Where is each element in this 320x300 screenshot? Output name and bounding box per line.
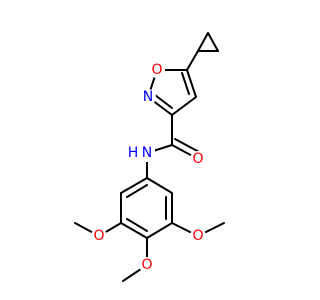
bond-c5-cyclopropyl bbox=[186, 50, 199, 71]
atom-o-carbonyl-label: O bbox=[192, 151, 203, 167]
bond-n2-c3-double bbox=[154, 94, 173, 109]
atom-n-amide-label: N bbox=[142, 145, 152, 161]
atom-n-ring-label: N bbox=[143, 89, 153, 105]
atom-n-ring: N bbox=[140, 89, 156, 105]
atom-o-methoxy-right-label: O bbox=[192, 228, 203, 244]
atom-o-ring: O bbox=[149, 62, 165, 78]
bond-c4-c5-double bbox=[181, 72, 190, 95]
bond-c4-c5 bbox=[186, 69, 197, 98]
atom-n-amide: H N bbox=[126, 144, 155, 162]
bond-ar1-ar2 bbox=[146, 177, 173, 194]
bond-ar6-ar1 bbox=[120, 177, 148, 194]
atom-o-methoxy-bottom: O bbox=[139, 257, 155, 273]
bond-ar3-ar4 bbox=[146, 222, 173, 239]
atom-o-methoxy-left: O bbox=[91, 228, 107, 244]
atom-o-methoxy-right: O bbox=[190, 228, 206, 244]
atom-o-methoxy-bottom-label: O bbox=[141, 257, 152, 273]
bond-cp1-cp2 bbox=[197, 32, 209, 52]
bond-cp2-cp3 bbox=[207, 32, 219, 52]
molecule-structure: O N O H N O O O bbox=[74, 32, 225, 282]
bond-ar4-ar5-double bbox=[126, 218, 148, 232]
atom-h-amide-label: H bbox=[128, 145, 139, 161]
bond-carbonyl-o-double bbox=[174, 138, 202, 154]
atom-o-ring-label: O bbox=[151, 62, 162, 78]
bond-ar6-ar1-double bbox=[126, 184, 148, 198]
bond-c3-c4 bbox=[171, 96, 197, 116]
atom-o-carbonyl: O bbox=[190, 151, 206, 167]
bond-ar4-ar5 bbox=[120, 222, 148, 239]
atom-o-methoxy-left-label: O bbox=[93, 228, 104, 244]
